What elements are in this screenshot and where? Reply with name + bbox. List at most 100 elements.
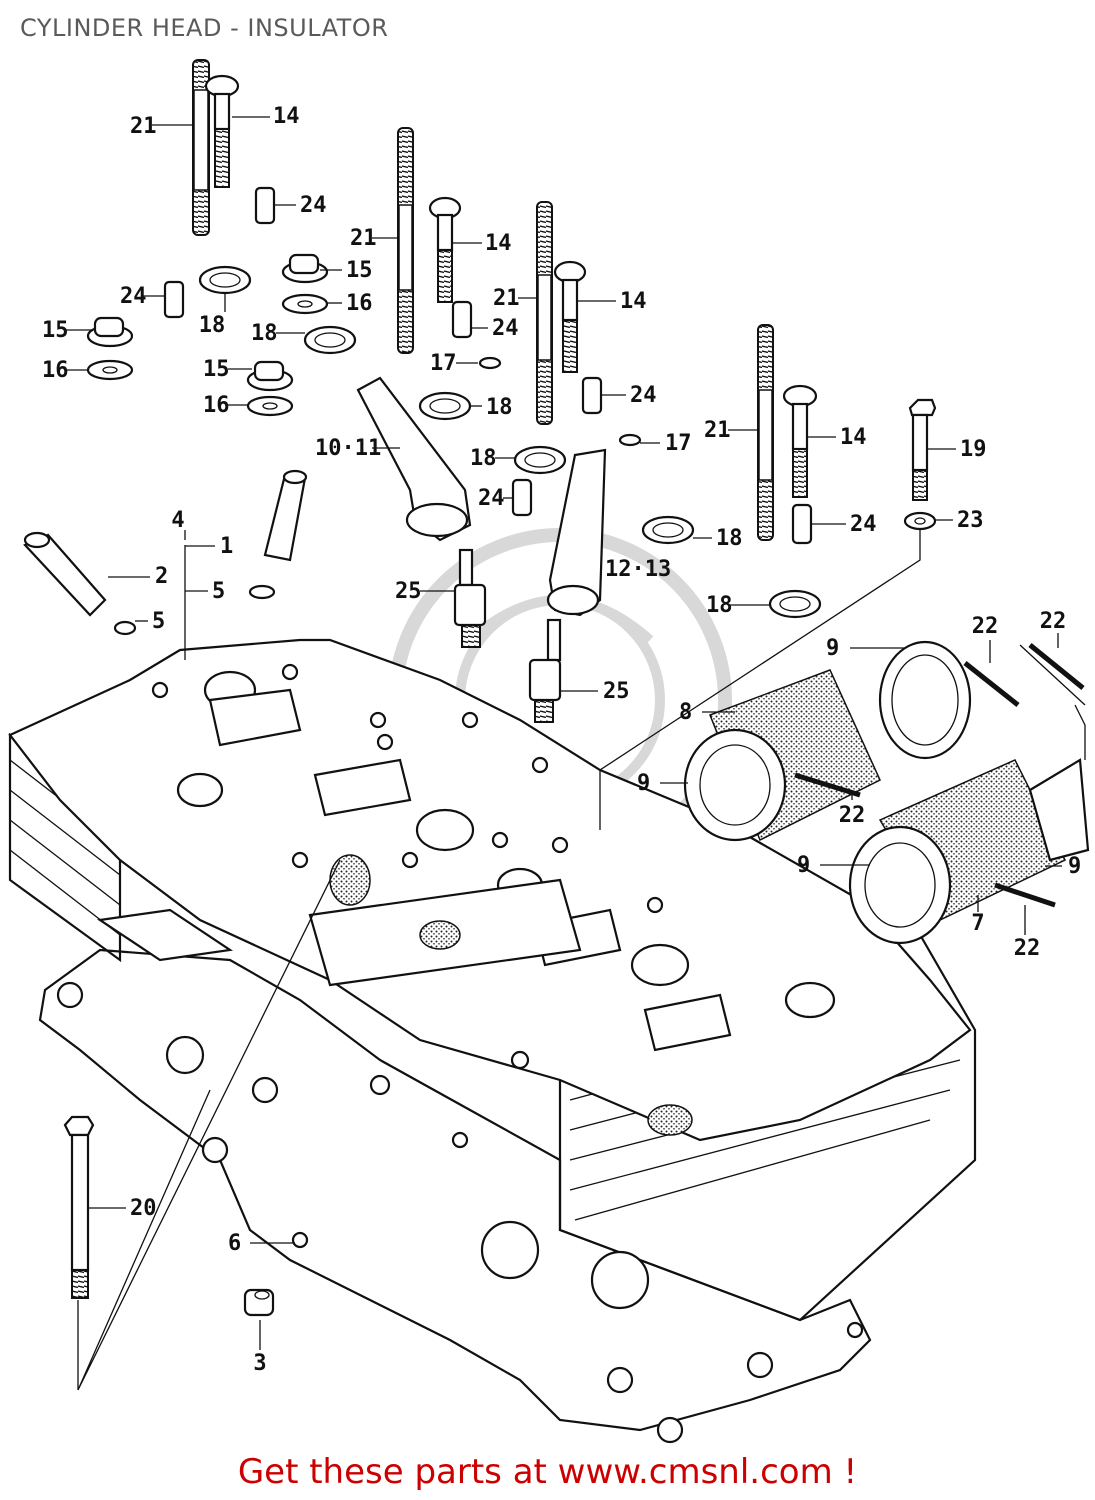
hex-bolt-19 (908, 398, 937, 501)
callout-number: 14 (273, 104, 300, 129)
callout-number: 16 (203, 393, 230, 418)
flange-bolt-14-a (204, 74, 240, 188)
callout-clip: 5 (135, 609, 165, 634)
stud-bolt-21-a (192, 59, 210, 236)
screw-22-b (1028, 643, 1085, 690)
callout-cap-nut: 15 (203, 357, 252, 382)
callout-dowel-pin: 24 (601, 383, 657, 408)
callout-number: 12·13 (605, 557, 671, 582)
callout-cap-nut: 15 (42, 318, 92, 343)
callout-number: 9 (797, 853, 810, 878)
callout-stud-bolt: 21 (350, 226, 398, 251)
o-ring-17-a (478, 356, 502, 370)
callout-number: 2 (155, 564, 168, 589)
callout-number: 24 (850, 512, 877, 537)
callout-stud-bolt: 21 (130, 114, 193, 139)
callout-valve-guide-in: 1 (185, 534, 233, 559)
callout-dowel-pin: 24 (811, 512, 877, 537)
cap-nut-15-c (246, 360, 294, 392)
callout-number: 17 (665, 431, 692, 456)
dowel-3 (243, 1288, 275, 1317)
callout-number: 18 (706, 593, 733, 618)
callout-head-gasket: 6 (228, 1231, 295, 1256)
callout-number: 19 (960, 437, 987, 462)
callout-stud-bolt: 21 (493, 286, 537, 311)
callout-flange-bolt: 14 (232, 104, 300, 129)
callout-number: 4 (171, 508, 184, 533)
seal-washer-18-a (198, 265, 252, 295)
callout-number: 24 (492, 316, 519, 341)
screw-22-a (963, 661, 1020, 707)
callout-valve-guide-set: 4 (171, 508, 186, 540)
screw-22-c (794, 772, 861, 798)
callout-o-ring: 17 (640, 431, 692, 456)
callout-number: 10·11 (315, 436, 381, 461)
washer-23 (903, 511, 937, 531)
callout-dowel-pin: 24 (120, 284, 165, 309)
callout-number: 15 (346, 258, 373, 283)
callout-washer: 16 (42, 358, 88, 383)
callout-screw: 22 (839, 795, 866, 828)
callout-number: 25 (603, 679, 630, 704)
seal-washer-18-c (418, 391, 472, 421)
callout-number: 18 (251, 321, 278, 346)
callout-number: 18 (470, 446, 497, 471)
callout-band: 9 (826, 636, 905, 661)
callout-number: 23 (957, 508, 984, 533)
spark-plug-cap-10-11 (356, 376, 472, 542)
callout-flange-bolt: 14 (452, 231, 512, 256)
cmsnl-link[interactable]: Get these parts at www.cmsnl.com ! (237, 1452, 858, 1492)
screw-22-d (994, 882, 1056, 908)
leader-lines (77, 530, 1086, 1391)
callout-band: 9 (637, 771, 688, 796)
callout-spark-plug: 25 (560, 679, 630, 704)
callout-valve-guide-ex: 2 (108, 564, 168, 589)
page-title: CYLINDER HEAD - INSULATOR (20, 14, 389, 42)
callout-hex-bolt: 19 (927, 437, 987, 462)
callout-band: 9 (797, 853, 870, 878)
callout-number: 15 (42, 318, 69, 343)
callout-screw: 22 (1014, 905, 1040, 961)
dowel-pin-24-f (791, 503, 813, 545)
seal-washer-18-f (768, 589, 822, 619)
valve-guide-2 (23, 531, 107, 617)
cylinder-head-body (8, 638, 977, 1339)
callout-number: 16 (346, 291, 373, 316)
callout-insulator: 8 (679, 700, 735, 725)
callout-number: 24 (478, 486, 505, 511)
dowel-pin-24-c (451, 300, 473, 339)
washer-16-a (281, 293, 329, 315)
stud-bolt-21-c (536, 201, 553, 425)
spark-plug-25-b (528, 618, 562, 723)
callout-dowel: 3 (253, 1320, 267, 1376)
washer-16-b (86, 359, 134, 381)
callout-number: 3 (253, 1351, 266, 1376)
flange-bolt-14-d (782, 384, 818, 498)
callout-number: 8 (679, 700, 692, 725)
callout-number: 22 (839, 803, 866, 828)
callout-clip: 5 (185, 579, 225, 604)
callout-flange-bolt: 14 (577, 289, 647, 314)
callout-spark-plug-cap: 10·11 (315, 436, 400, 461)
callout-stud-bolt: 21 (704, 418, 758, 443)
callout-number: 20 (130, 1196, 157, 1221)
valve-guide-1 (263, 469, 308, 562)
callout-number: 18 (716, 526, 743, 551)
callout-number: 9 (1068, 854, 1081, 879)
callout-washer: 23 (935, 508, 984, 533)
seal-washer-18-d (513, 445, 567, 475)
callout-seal-washer: 18 (470, 446, 515, 471)
callout-number: 7 (971, 911, 984, 936)
callout-seal-washer: 18 (470, 395, 513, 420)
insulator-7 (848, 758, 1090, 945)
flange-bolt-14-b (428, 196, 462, 303)
callout-spark-plug: 25 (395, 579, 455, 604)
callout-seal-washer: 18 (706, 593, 770, 618)
callout-number: 9 (826, 636, 839, 661)
stud-bolt-21-d (757, 324, 774, 541)
callout-dowel-pin: 24 (274, 193, 327, 218)
callout-number: 5 (212, 579, 225, 604)
callout-band: 9 (1045, 854, 1081, 879)
spark-plug-25-a (453, 548, 487, 648)
